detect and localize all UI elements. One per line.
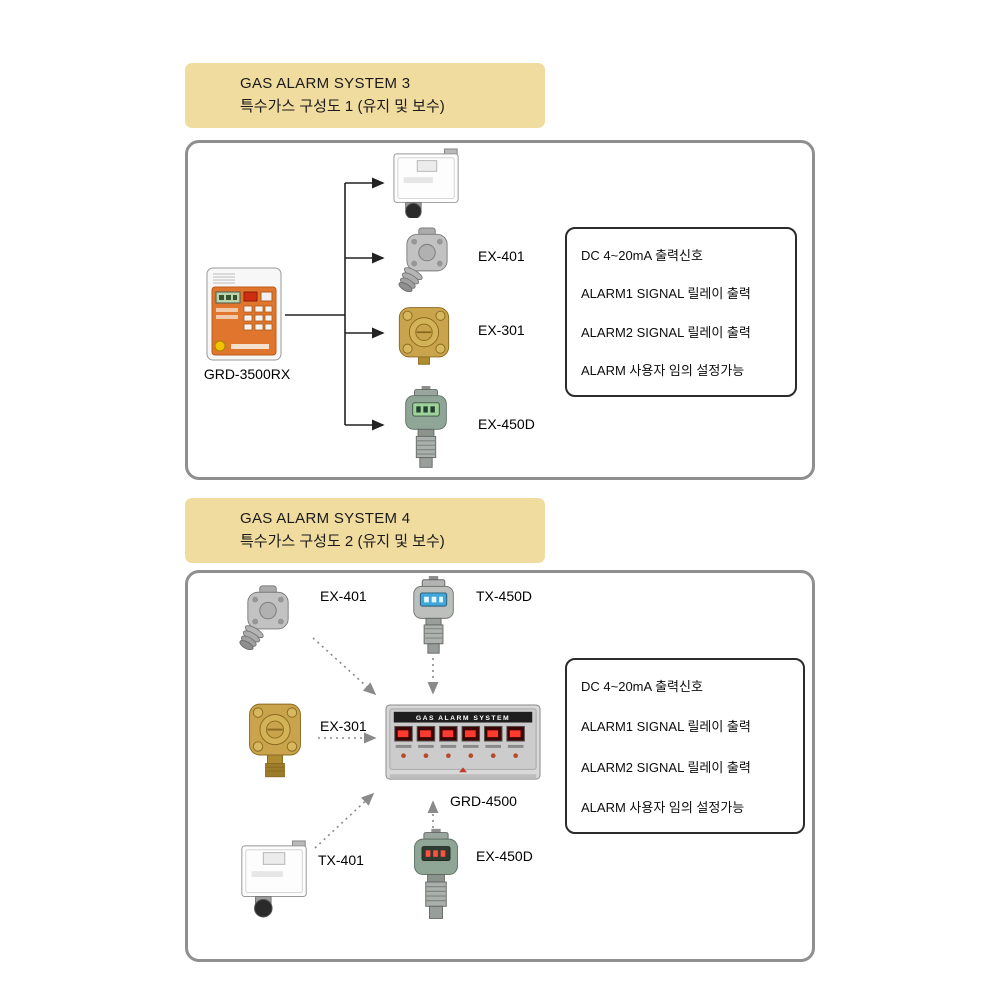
section1-info-box: DC 4~20mA 출력신호 ALARM1 SIGNAL 릴레이 출력 ALAR…	[565, 227, 797, 397]
sensor-box-image-1	[388, 148, 466, 218]
section2-info-line-4: ALARM 사용자 임의 설정가능	[581, 799, 745, 815]
ex-401-label-1: EX-401	[478, 248, 525, 264]
ex-450d-label-1: EX-450D	[478, 416, 535, 432]
ex-401-image-2	[228, 584, 308, 650]
section2-title: GAS ALARM SYSTEM 4	[240, 510, 411, 527]
ex-401-label-2: EX-401	[320, 588, 367, 604]
section1-title: GAS ALARM SYSTEM 3	[240, 75, 411, 92]
section1-info-line-2: ALARM1 SIGNAL 릴레이 출력	[581, 286, 751, 302]
section1-info-line-3: ALARM2 SIGNAL 릴레이 출력	[581, 324, 751, 340]
section1-info-line-4: ALARM 사용자 임의 설정가능	[581, 362, 745, 378]
section2-info-box: DC 4~20mA 출력신호 ALARM1 SIGNAL 릴레이 출력 ALAR…	[565, 658, 805, 834]
section2-info-line-2: ALARM1 SIGNAL 릴레이 출력	[581, 719, 751, 735]
grd-3500rx-label: GRD-3500RX	[203, 366, 291, 382]
section1-header: GAS ALARM SYSTEM 3 특수가스 구성도 1 (유지 및 보수)	[185, 63, 545, 128]
ex-301-label-2: EX-301	[320, 718, 367, 734]
ex-401-image-1	[395, 226, 459, 292]
ex-301-image-2	[242, 698, 308, 780]
grd-4500-image: GAS ALARM SYSTEM	[385, 702, 541, 784]
ex-450d-image-1	[398, 386, 454, 470]
grd-4500-label: GRD-4500	[450, 793, 517, 809]
grd-4500-screen-title: GAS ALARM SYSTEM	[416, 715, 510, 722]
section2-header: GAS ALARM SYSTEM 4 특수가스 구성도 2 (유지 및 보수)	[185, 498, 545, 563]
tx-401-label: TX-401	[318, 852, 364, 868]
ex-450d-label-2: EX-450D	[476, 848, 533, 864]
tx-450d-label: TX-450D	[476, 588, 533, 604]
section1-info-line-1: DC 4~20mA 출력신호	[581, 248, 703, 263]
tx-450d-image	[408, 576, 460, 656]
ex-301-label-1: EX-301	[478, 322, 525, 338]
section2-info-line-1: DC 4~20mA 출력신호	[581, 679, 703, 694]
section2-subtitle: 특수가스 구성도 2 (유지 및 보수)	[240, 533, 445, 551]
section1-subtitle: 특수가스 구성도 1 (유지 및 보수)	[240, 98, 445, 116]
ex-450d-image-2	[408, 828, 464, 923]
tx-401-image	[236, 838, 314, 918]
grd-3500rx-image	[205, 266, 285, 364]
section2-info-line-3: ALARM2 SIGNAL 릴레이 출력	[581, 759, 751, 775]
ex-301-image-1	[392, 302, 456, 368]
